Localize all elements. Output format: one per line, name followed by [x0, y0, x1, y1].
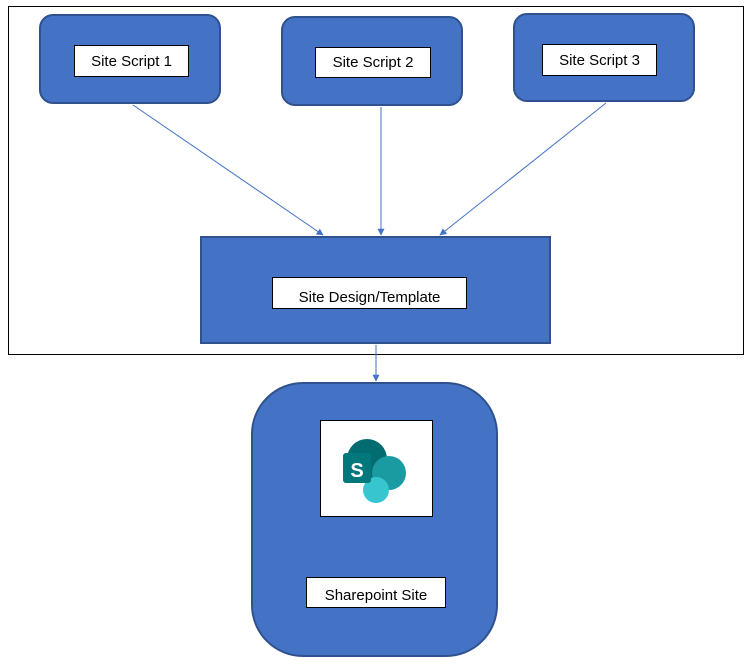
site-script-1-node: [39, 14, 221, 104]
site-script-3-label: Site Script 3: [542, 44, 657, 76]
arrow-script1-to-design: [132, 104, 324, 236]
sharepoint-site-label: Sharepoint Site: [306, 577, 446, 608]
svg-text:S: S: [350, 460, 363, 482]
site-script-1-label: Site Script 1: [74, 45, 189, 77]
sharepoint-icon-box: S: [320, 420, 433, 517]
sharepoint-icon: S: [343, 439, 406, 503]
site-script-2-label: Site Script 2: [315, 47, 431, 78]
site-design-label: Site Design/Template: [272, 277, 467, 309]
arrow-script3-to-design: [439, 102, 607, 236]
